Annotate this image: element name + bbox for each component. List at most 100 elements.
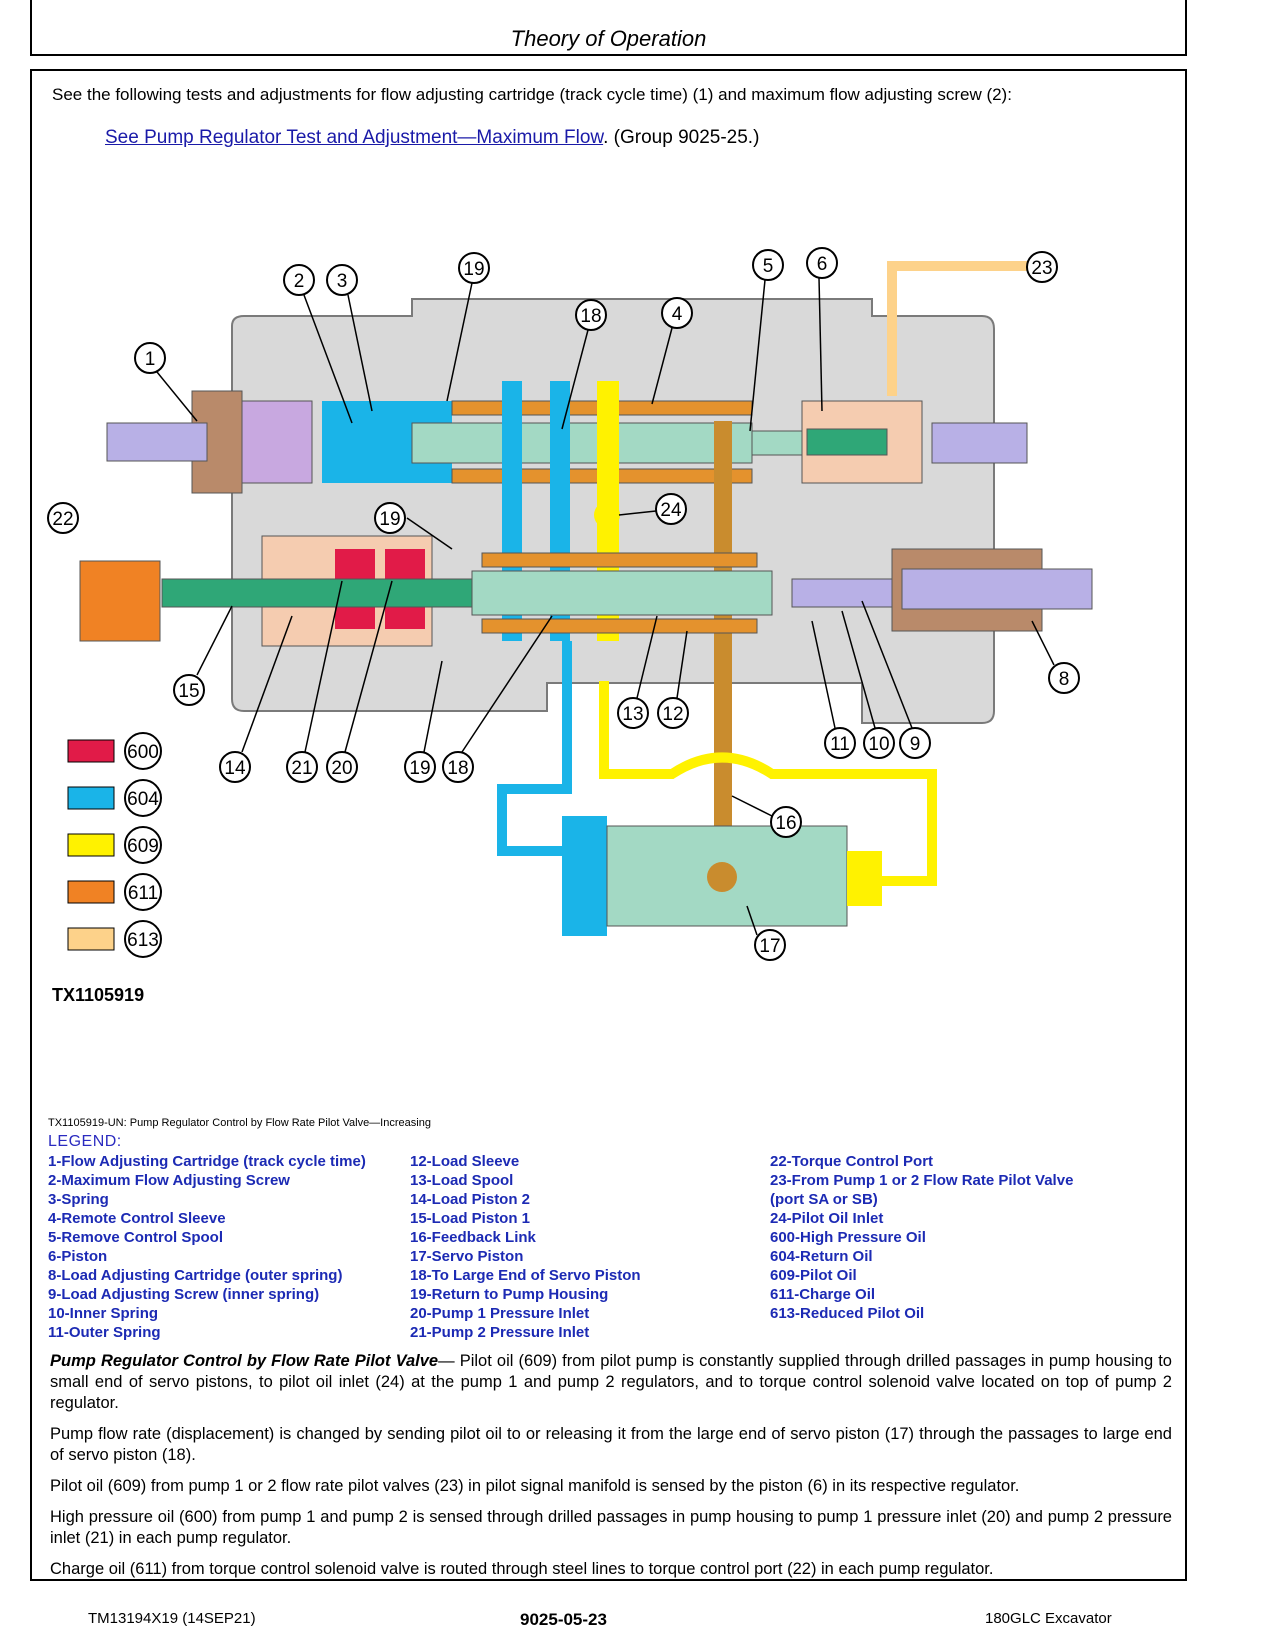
svg-text:6: 6 [817, 254, 828, 275]
svg-text:14: 14 [224, 758, 246, 779]
callout-18b: 18 [442, 751, 474, 783]
legend-item: 18-To Large End of Servo Piston [410, 1267, 641, 1284]
svg-text:4: 4 [672, 304, 683, 325]
legend-item: 6-Piston [48, 1248, 108, 1265]
figure-caption: TX1105919-UN: Pump Regulator Control by … [48, 1117, 431, 1129]
page-header: Theory of Operation [30, 0, 1187, 56]
swatch-613 [67, 927, 115, 951]
callout-22: 22 [47, 502, 79, 534]
callout-19b: 19 [374, 502, 406, 534]
callout-19c: 19 [404, 751, 436, 783]
legend-column-3: 22-Torque Control Port 23-From Pump 1 or… [770, 1152, 1073, 1323]
legend-item: 1-Flow Adjusting Cartridge (track cycle … [48, 1153, 366, 1170]
paragraph-1-title: Pump Regulator Control by Flow Rate Pilo… [50, 1352, 439, 1370]
paragraph-1: Pump Regulator Control by Flow Rate Pilo… [50, 1351, 1172, 1414]
legend-item: 2-Maximum Flow Adjusting Screw [48, 1172, 290, 1189]
link-suffix: . (Group 9025-25.) [603, 127, 760, 148]
paragraph-2: Pump flow rate (displacement) is changed… [50, 1425, 1172, 1464]
legend-item: 8-Load Adjusting Cartridge (outer spring… [48, 1267, 343, 1284]
svg-text:15: 15 [178, 681, 199, 702]
svg-text:5: 5 [763, 256, 774, 277]
figure-id: TX1105919 [52, 985, 144, 1005]
leader-lines [156, 277, 1055, 936]
legend-item: 3-Spring [48, 1191, 109, 1208]
callout-11: 11 [824, 727, 856, 759]
upper-right-plug [931, 422, 1028, 464]
intro-text: See the following tests and adjustments … [52, 85, 1012, 104]
legend-item: 24-Pilot Oil Inlet [770, 1210, 884, 1227]
legend-item: 21-Pump 2 Pressure Inlet [410, 1324, 590, 1341]
callout-8: 8 [1048, 662, 1080, 694]
legend-item: 16-Feedback Link [410, 1229, 536, 1246]
control-spool-5 [411, 422, 753, 464]
legend-item: 613-Reduced Pilot Oil [770, 1305, 925, 1322]
piston-6 [806, 428, 888, 456]
load-spool-13 [471, 570, 773, 616]
legend-column-1: 1-Flow Adjusting Cartridge (track cycle … [48, 1152, 366, 1342]
svg-text:19: 19 [463, 259, 484, 280]
load-adjust-screw [901, 568, 1093, 610]
callout-18a: 18 [575, 299, 607, 331]
pilot-inlet-24 [594, 502, 620, 528]
swatch-604 [67, 786, 115, 810]
servo-return-end [562, 816, 607, 936]
return-line-servo [497, 641, 572, 856]
svg-text:13: 13 [622, 704, 643, 725]
legend-item: 15-Load Piston 1 [410, 1210, 531, 1227]
callout-10: 10 [863, 727, 895, 759]
legend-item: 12-Load Sleeve [410, 1153, 520, 1170]
key-label-604: 604 [127, 789, 159, 810]
body-text: Pump Regulator Control by Flow Rate Pilo… [50, 1351, 1172, 1590]
swatch-600 [67, 739, 115, 763]
svg-text:18: 18 [447, 758, 468, 779]
legend-item: 13-Load Spool [410, 1172, 514, 1189]
lower-spool-sleeve [481, 552, 758, 568]
callout-14: 14 [219, 751, 251, 783]
svg-text:22: 22 [52, 509, 73, 530]
feedback-link-rod [714, 421, 732, 881]
key-label-611: 611 [128, 883, 158, 904]
callout-19a: 19 [458, 252, 490, 284]
callout-5: 5 [752, 249, 784, 281]
callout-12: 12 [657, 697, 689, 729]
svg-text:12: 12 [662, 704, 683, 725]
swatch-609 [67, 833, 115, 857]
legend-item: 611-Charge Oil [770, 1286, 876, 1303]
lower-right-plug [791, 578, 893, 608]
pump-regulator-test-link[interactable]: See Pump Regulator Test and Adjustment—M… [105, 127, 604, 148]
svg-text:3: 3 [337, 271, 348, 292]
regulator-diagram: 1 2 3 19 18 4 5 6 23 22 19 24 8 15 13 12… [47, 247, 1093, 1005]
callout-15: 15 [173, 674, 205, 706]
legend-item: 4-Remote Control Sleeve [48, 1210, 226, 1227]
legend-column-2: 12-Load Sleeve 13-Load Spool 14-Load Pis… [410, 1152, 641, 1342]
key-label-609: 609 [127, 836, 159, 857]
callout-23: 23 [1026, 251, 1058, 283]
legend-item: 11-Outer Spring [48, 1324, 161, 1341]
svg-text:24: 24 [660, 500, 682, 521]
callout-4: 4 [661, 297, 693, 329]
svg-text:8: 8 [1059, 669, 1070, 690]
callout-20: 20 [326, 751, 358, 783]
key-label-613: 613 [127, 930, 159, 951]
svg-text:10: 10 [868, 734, 889, 755]
callout-3: 3 [326, 264, 358, 296]
servo-small-end [847, 851, 882, 906]
paragraph-1-text: — Pilot oil (609) from pilot pump is con… [50, 1352, 1172, 1412]
callout-2: 2 [283, 264, 315, 296]
feedback-link-pin [707, 862, 737, 892]
reference-link-line: See Pump Regulator Test and Adjustment—M… [105, 127, 759, 149]
paragraph-5: Charge oil (611) from torque control sol… [50, 1560, 994, 1578]
callout-6: 6 [806, 247, 838, 279]
callout-17: 17 [754, 929, 786, 961]
paragraph-3: Pilot oil (609) from pump 1 or 2 flow ra… [50, 1477, 1020, 1495]
svg-text:19: 19 [409, 758, 430, 779]
legend-item: 14-Load Piston 2 [410, 1191, 531, 1208]
callout-1: 1 [134, 342, 166, 374]
torque-control-port [79, 560, 161, 642]
callout-13: 13 [617, 697, 649, 729]
svg-text:20: 20 [331, 758, 352, 779]
svg-text:18: 18 [580, 306, 601, 327]
footer-manual-id: TM13194X19 (14SEP21) [88, 1610, 256, 1627]
load-piston-rod [161, 578, 483, 608]
page-title: Theory of Operation [510, 26, 707, 51]
